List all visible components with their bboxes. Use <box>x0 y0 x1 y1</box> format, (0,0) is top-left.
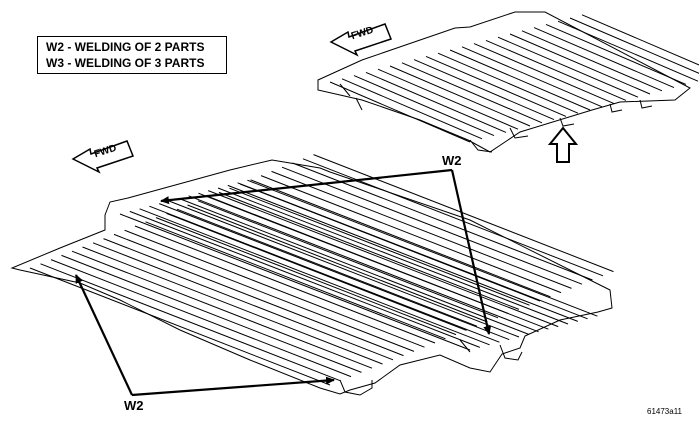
legend-line-w2: W2 - WELDING OF 2 PARTS <box>46 40 205 54</box>
w2-top-leaders <box>160 168 492 335</box>
panel-slat <box>50 259 352 378</box>
panel-slat <box>425 55 567 117</box>
panel-slat <box>217 187 569 325</box>
panel-slat <box>485 39 627 101</box>
up-arrow-icon <box>547 126 579 163</box>
panel-slat <box>281 166 583 285</box>
panel-slat <box>145 221 446 340</box>
panel-slat <box>247 179 598 317</box>
panel-slat <box>461 46 603 108</box>
panel-slat <box>377 68 519 130</box>
panel-slat <box>119 213 471 351</box>
panel-slat <box>176 208 478 327</box>
panel-slat <box>557 20 699 82</box>
panel-slat <box>139 208 490 346</box>
panel-slat <box>155 217 457 336</box>
large-floor-panel <box>10 154 614 396</box>
fwd-arrow-top-icon <box>329 23 392 57</box>
panel-slat <box>260 175 562 294</box>
panel-slat <box>545 23 687 85</box>
w2-label-bottom: W2 <box>124 398 144 413</box>
panel-slat <box>166 212 467 331</box>
panel-slat <box>61 254 362 373</box>
panel-slat <box>389 65 531 127</box>
panel-slat <box>129 210 480 348</box>
panel-slat <box>533 27 675 89</box>
panel-slat <box>229 187 530 306</box>
panel-slat <box>353 75 495 137</box>
panel-slat <box>227 184 578 322</box>
fwd-arrow-left-icon <box>71 140 134 174</box>
panel-slat <box>271 170 572 289</box>
panel-slat <box>473 43 615 105</box>
legend-box: W2 - WELDING OF 2 PARTS W3 - WELDING OF … <box>37 36 227 74</box>
panel-slat <box>168 200 520 338</box>
w2-bottom-leaders <box>75 274 335 397</box>
panel-slat <box>208 190 559 328</box>
panel-slat <box>302 158 604 277</box>
panel-slat <box>237 182 588 320</box>
panel-slat <box>187 204 488 323</box>
panel-slat <box>250 179 551 298</box>
panel-slat <box>71 250 373 369</box>
panel-slat <box>365 71 507 133</box>
panel-slat <box>521 30 663 92</box>
panel-slat <box>113 233 415 352</box>
figure-code: 61473a11 <box>647 407 682 416</box>
panel-slat <box>449 49 591 111</box>
panel-slat <box>569 17 699 74</box>
legend-line-w3: W3 - WELDING OF 3 PARTS <box>46 56 205 70</box>
panel-slat <box>159 203 510 341</box>
w2-label-top: W2 <box>442 153 462 168</box>
panel-slat <box>497 36 639 98</box>
panel-slat <box>329 81 471 143</box>
panel-slat <box>198 192 549 330</box>
panel-slat <box>82 246 383 365</box>
panel-slat <box>218 191 520 310</box>
panel-slat <box>437 52 579 114</box>
panel-slat <box>188 195 539 333</box>
panel-slat <box>124 229 425 348</box>
panel-slat <box>313 154 614 273</box>
panel-slat <box>92 242 394 361</box>
panel-slat <box>197 200 499 319</box>
panel-slat <box>178 197 529 335</box>
panel-slat <box>134 225 436 344</box>
panel-slat <box>341 78 483 140</box>
panel-slat <box>103 238 404 357</box>
panel-slat <box>29 267 331 386</box>
panel-slat <box>509 33 651 95</box>
panel-slat <box>401 62 543 124</box>
panel-slat <box>413 59 555 121</box>
panel-slat <box>40 263 341 382</box>
panel-slat <box>149 205 500 343</box>
